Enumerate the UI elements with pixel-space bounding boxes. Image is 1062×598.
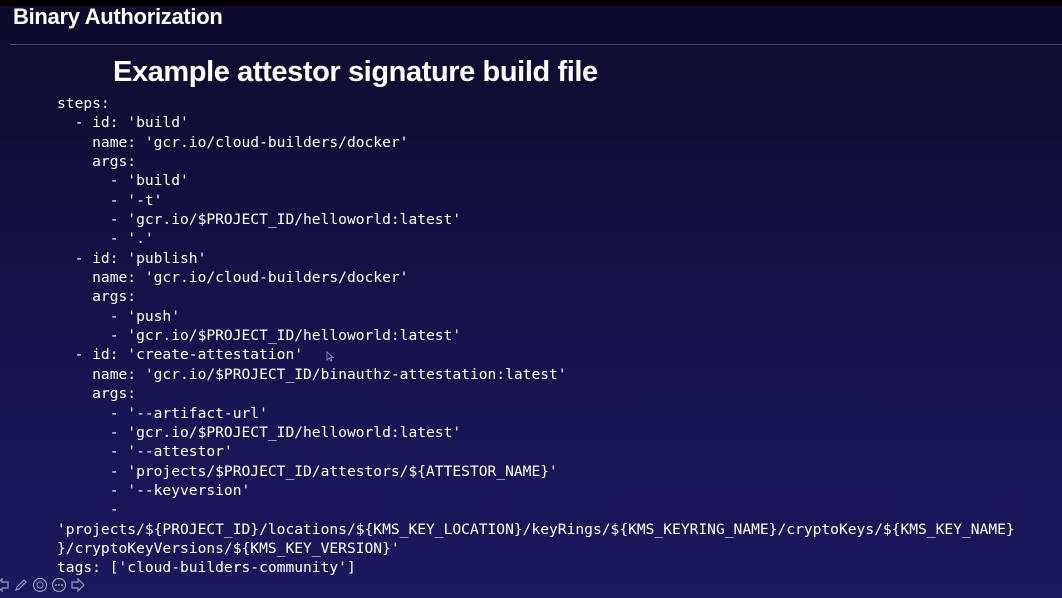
code-line: steps: (57, 95, 110, 112)
code-line: - '-t' (57, 191, 163, 209)
code-line: - id: 'create-attestation' (57, 346, 304, 364)
code-line: - '--artifact-url' (57, 404, 268, 422)
code-line: - (57, 501, 119, 519)
code-line: }/cryptoKeyVersions/${KMS_KEY_VERSION}' (57, 539, 400, 557)
code-line: 'projects/${PROJECT_ID}/locations/${KMS_… (57, 520, 1015, 538)
code-line: - 'push' (57, 307, 181, 325)
section-header-title: Binary Authorization (13, 4, 223, 29)
code-line: tags: ['cloud-builders-community'] (57, 559, 356, 577)
code-line: - '.' (57, 230, 154, 248)
header-divider (10, 44, 1062, 45)
pen-icon[interactable] (13, 577, 29, 593)
top-strip (0, 0, 1062, 6)
slide-toolbar (0, 576, 86, 594)
zoom-icon[interactable] (32, 577, 48, 593)
code-line: name: 'gcr.io/cloud-builders/docker' (57, 133, 409, 151)
next-icon[interactable] (70, 577, 86, 593)
menu-icon[interactable] (51, 577, 67, 593)
code-line: - '--keyversion' (57, 481, 251, 499)
code-line: - id: 'publish' (57, 249, 207, 267)
slide-title: Example attestor signature build file (113, 56, 598, 88)
code-line: - 'gcr.io/$PROJECT_ID/helloworld:latest' (57, 211, 462, 229)
code-line: - 'gcr.io/$PROJECT_ID/helloworld:latest' (57, 423, 462, 441)
code-line: args: (57, 288, 137, 306)
code-line: - 'build' (57, 172, 189, 190)
code-line: name: 'gcr.io/$PROJECT_ID/binauthz-attes… (57, 365, 567, 383)
code-line: name: 'gcr.io/cloud-builders/docker' (57, 269, 409, 287)
code-line: - 'gcr.io/$PROJECT_ID/helloworld:latest' (57, 327, 462, 345)
code-block: steps: - id: 'build' name: 'gcr.io/cloud… (57, 94, 1015, 578)
code-line: - 'projects/$PROJECT_ID/attestors/${ATTE… (57, 462, 558, 480)
code-line: - '--attestor' (57, 443, 233, 461)
mouse-cursor-icon (326, 349, 335, 362)
code-line: - id: 'build' (57, 114, 189, 132)
prev-icon[interactable] (0, 577, 10, 593)
code-line: args: (57, 153, 137, 171)
code-line: args: (57, 385, 137, 403)
